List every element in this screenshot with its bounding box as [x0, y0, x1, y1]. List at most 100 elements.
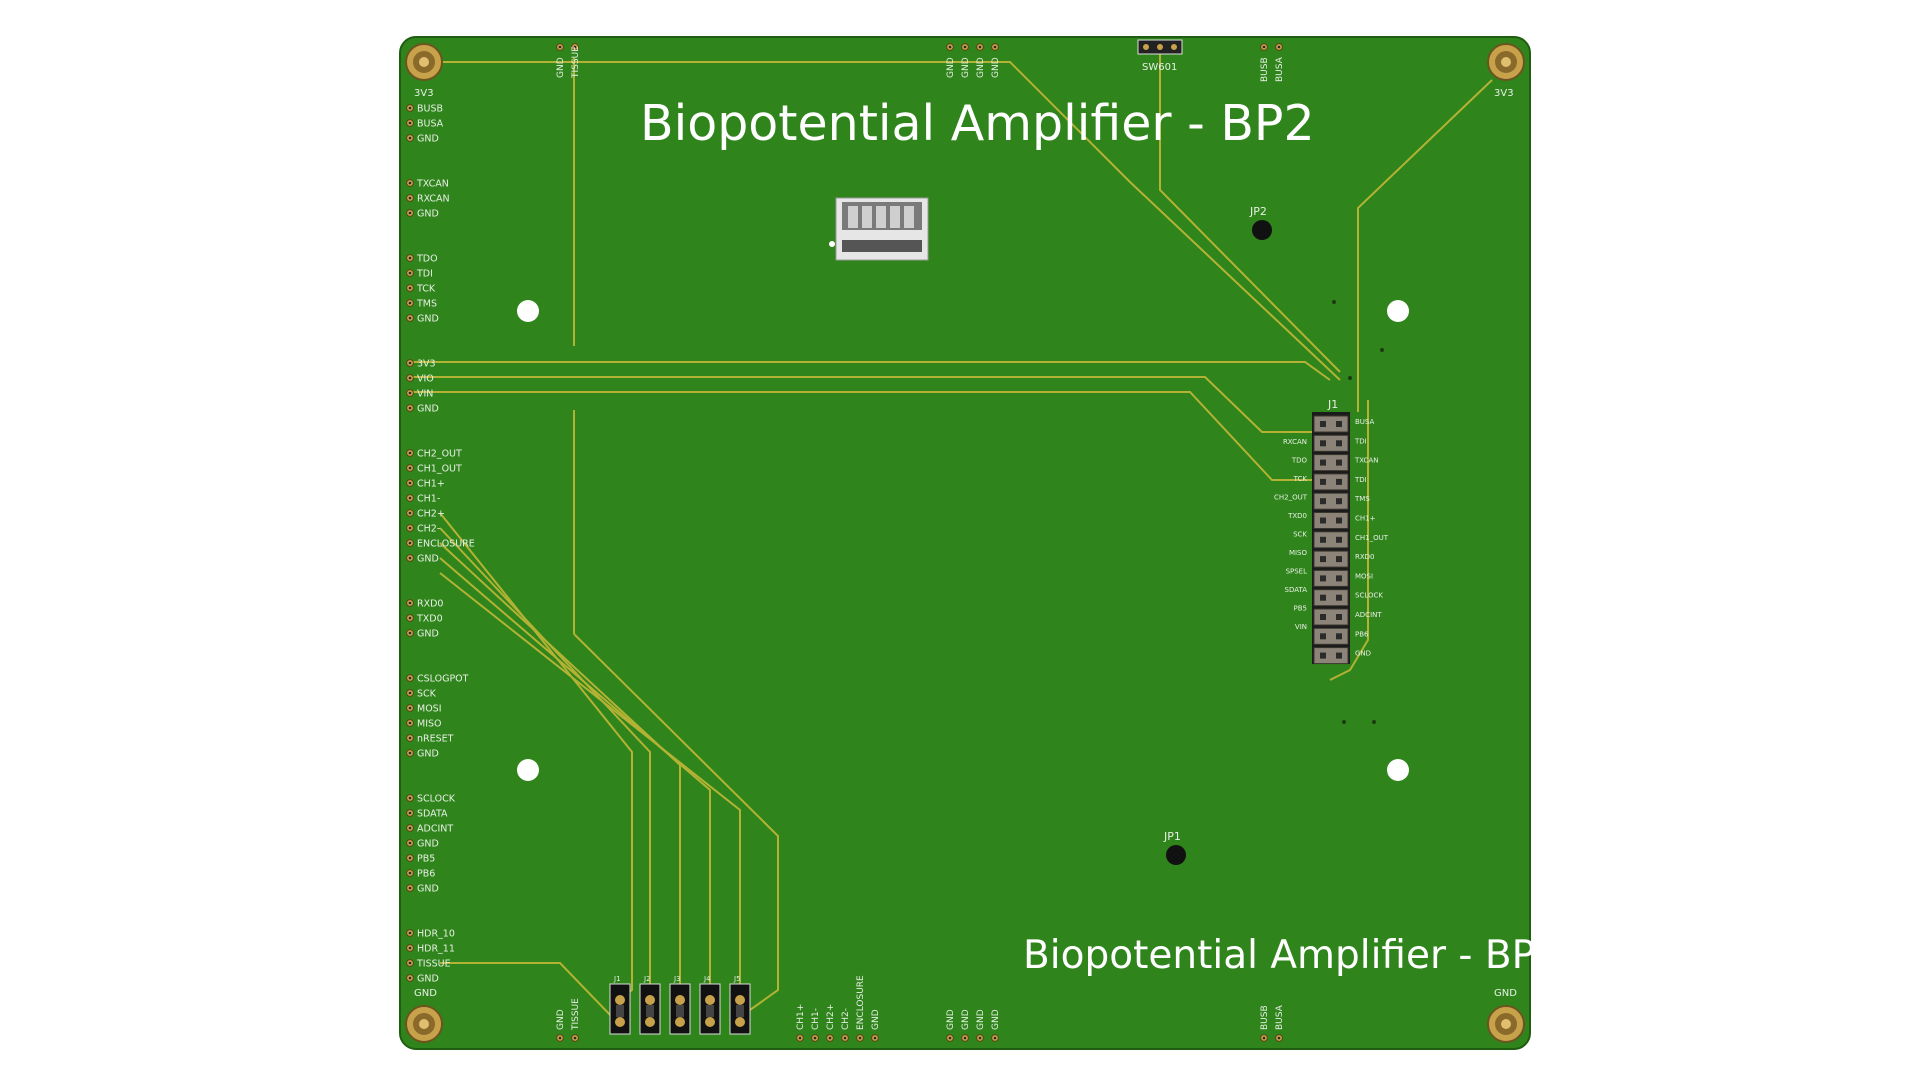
test-point-j4[interactable]: [699, 983, 721, 1035]
test-point-label: J1: [613, 975, 621, 983]
j1-left-label: TCK: [1293, 475, 1308, 483]
j1-right-label: PB6: [1355, 630, 1369, 638]
left-header-label: MOSI: [417, 704, 442, 715]
pad-drill: [408, 541, 412, 545]
left-header-label: CSLOGPOT: [417, 674, 469, 685]
left-header-label: HDR_11: [417, 944, 455, 955]
left-header-label: CH2_OUT: [417, 449, 462, 460]
pad-drill: [408, 121, 412, 125]
j1-pin: [1320, 556, 1326, 563]
left-header-label: 3V3: [417, 359, 436, 370]
j1-left-label: MISO: [1289, 549, 1308, 557]
j1-pin: [1336, 652, 1342, 659]
left-header-label: GND: [417, 749, 439, 760]
test-point-j1[interactable]: [609, 983, 631, 1035]
pad-drill: [408, 526, 412, 530]
j1-pin-housing: [1313, 512, 1349, 529]
pad-drill: [558, 1036, 562, 1040]
test-point-j5[interactable]: [729, 983, 751, 1035]
j1-left-label: TDO: [1291, 457, 1308, 465]
pad-drill: [558, 45, 562, 49]
test-point-j2[interactable]: [639, 983, 661, 1035]
j1-right-label: TDI: [1354, 437, 1367, 445]
edge-label: CH2+: [826, 1004, 836, 1030]
j1-pin: [1320, 517, 1326, 524]
battery-connector[interactable]: [829, 197, 929, 261]
j1-pin: [1320, 614, 1326, 620]
pad-drill: [1277, 1036, 1281, 1040]
j1-right-label: CH1_OUT: [1355, 534, 1389, 542]
j1-left-label: PB5: [1294, 605, 1307, 613]
pad-drill: [408, 136, 412, 140]
left-header-label: TDI: [416, 269, 433, 280]
connector-j1[interactable]: [1312, 412, 1350, 665]
j1-pin: [1336, 498, 1342, 505]
j1-right-label: BUSA: [1355, 418, 1374, 426]
left-header-label: TXD0: [416, 614, 443, 625]
pad-drill: [993, 1036, 997, 1040]
left-header-label: GND: [417, 884, 439, 895]
edge-label: CH2-: [841, 1008, 851, 1030]
jumper-jp1[interactable]: [1166, 845, 1186, 865]
pad-drill: [408, 721, 412, 725]
npth-hole: [1387, 759, 1409, 781]
edge-label: GND: [976, 57, 986, 78]
left-header-label: GND: [417, 839, 439, 850]
left-header-label: SCLOCK: [417, 794, 456, 805]
pad-drill: [408, 481, 412, 485]
edge-label: BUSB: [1260, 57, 1270, 82]
left-header-label: SCK: [417, 689, 437, 700]
left-header-label: GND: [417, 629, 439, 640]
pad-drill: [858, 1036, 862, 1040]
left-header-label: GND: [417, 404, 439, 415]
left-header-label: GND: [417, 314, 439, 325]
j1-pin-housing: [1313, 550, 1349, 568]
left-header-label: RXD0: [417, 599, 443, 610]
edge-label: GND: [946, 1009, 956, 1030]
j1-pin-housing: [1313, 492, 1349, 510]
corner-label-bottom-left: GND: [414, 988, 437, 999]
j1-pin: [1336, 440, 1342, 447]
pad-drill: [1262, 1036, 1266, 1040]
j1-pin-housing: [1313, 627, 1349, 645]
left-header-label: CH1+: [417, 479, 445, 490]
j1-pin: [1320, 652, 1326, 659]
j1-pin: [1320, 421, 1326, 427]
edge-label: CH1+: [796, 1004, 806, 1030]
j1-pin: [1320, 594, 1326, 601]
test-point-j3[interactable]: [669, 983, 691, 1035]
pad-drill: [408, 601, 412, 605]
left-header-label: PB6: [417, 869, 435, 880]
test-point-row: [609, 983, 751, 1035]
edge-label: BUSA: [1275, 1004, 1285, 1030]
pad-drill: [408, 316, 412, 320]
label-jp1: JP1: [1163, 830, 1181, 843]
edge-label: GND: [556, 1009, 566, 1030]
left-header-label: TXCAN: [416, 179, 449, 190]
j1-pin: [1320, 633, 1326, 640]
left-header-label: SDATA: [417, 809, 448, 820]
npth-hole: [517, 300, 539, 322]
pad-drill: [408, 946, 412, 950]
switch-sw601[interactable]: [1137, 39, 1183, 55]
pad-drill: [408, 361, 412, 365]
edge-label: BUSB: [1260, 1005, 1270, 1030]
j1-pin: [1336, 614, 1342, 620]
pad-drill: [408, 391, 412, 395]
mounting-hole-top-left: [405, 43, 443, 81]
pad-drill: [408, 616, 412, 620]
pad-drill: [1277, 45, 1281, 49]
pad-drill: [993, 45, 997, 49]
edge-label: GND: [991, 57, 1001, 78]
left-header-label: CH2-: [417, 524, 440, 535]
pad-drill: [408, 271, 412, 275]
j1-right-label: ADCINT: [1355, 611, 1382, 619]
left-header-label: CH1_OUT: [417, 464, 462, 475]
mounting-hole-top-right: [1487, 43, 1525, 81]
pad-drill: [408, 556, 412, 560]
jumper-jp2[interactable]: [1252, 220, 1272, 240]
j1-right-label: MOSI: [1355, 572, 1373, 580]
j1-pin: [1320, 575, 1326, 582]
j1-left-label: SDATA: [1285, 586, 1308, 594]
